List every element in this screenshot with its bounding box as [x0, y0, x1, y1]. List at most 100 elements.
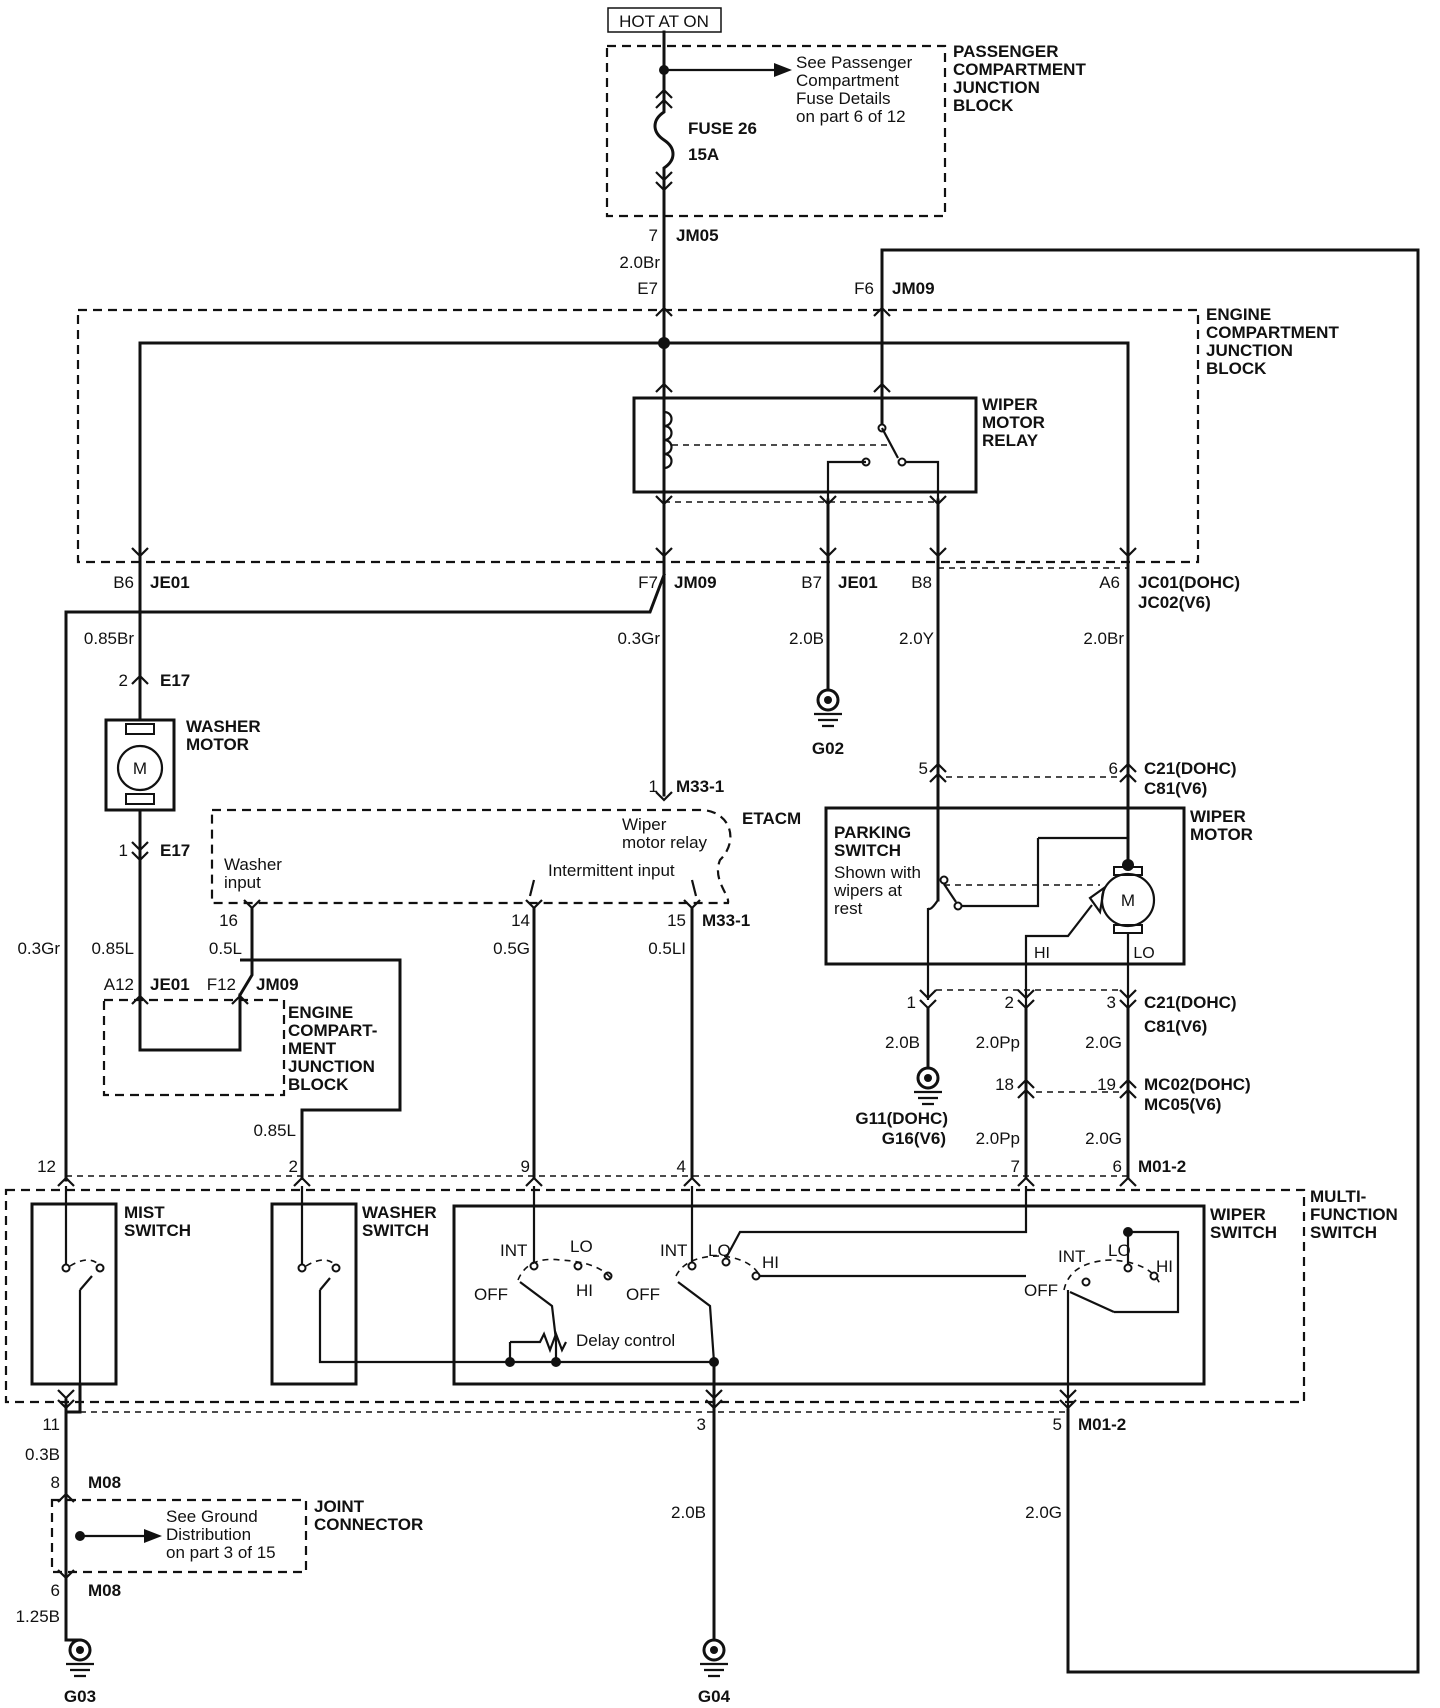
wire-label: 2.0G: [1025, 1503, 1062, 1522]
motor-letter: M: [1121, 891, 1135, 910]
pin-label: 7: [649, 226, 658, 245]
wire-label: 2.0Pp: [976, 1033, 1020, 1052]
connector-icon: [655, 382, 673, 393]
switch-pos-int: INT: [500, 1241, 527, 1260]
ground-label: G02: [812, 739, 844, 758]
arrow-icon: [774, 63, 792, 77]
passenger-jb-box: [605, 44, 947, 218]
connector-label: MC05(V6): [1144, 1095, 1221, 1114]
multi-function-switch-box: [4, 1188, 1306, 1404]
fuse-name: FUSE 26: [688, 119, 757, 138]
connector-label: JM09: [674, 573, 717, 592]
switch-pos-off: OFF: [474, 1285, 508, 1304]
connector-label: C21(DOHC): [1144, 993, 1237, 1012]
etacm-label: ETACM: [742, 809, 801, 828]
connector-icon: [131, 547, 149, 558]
connector-label: M01-2: [1078, 1415, 1126, 1434]
connector-icon: [1119, 547, 1137, 558]
wire-label: 0.5L: [209, 939, 242, 958]
etacm-intermittent: Intermittent input: [548, 861, 675, 880]
connector-label: JE01: [838, 573, 878, 592]
connector-icon: [929, 762, 947, 783]
washer-switch-box: [270, 1202, 358, 1386]
connector-label: JM05: [676, 226, 719, 245]
connector-label: C21(DOHC): [1144, 759, 1237, 778]
wire-label: 2.0Br: [619, 253, 660, 272]
wire-label: 0.3Gr: [617, 629, 660, 648]
connector-label: E17: [160, 671, 190, 690]
switch-pos-hi: HI: [762, 1253, 779, 1272]
fuse-26: [653, 68, 675, 252]
motor-lo-label: LO: [1133, 945, 1154, 962]
delay-control-label: Delay control: [576, 1331, 675, 1350]
switch-pos-off: OFF: [626, 1285, 660, 1304]
switch-pos-hi: HI: [1156, 1257, 1173, 1276]
etacm-box: [210, 808, 732, 905]
connector-label: JM09: [256, 975, 299, 994]
connector-icon: [705, 1389, 723, 1410]
wire-label: 0.85L: [253, 1121, 296, 1140]
wire-label: 2.0G: [1085, 1129, 1122, 1148]
connector-icon: [1119, 762, 1137, 783]
pin-label: 1: [907, 993, 916, 1012]
connector-label: M08: [88, 1473, 121, 1492]
wire-label: 0.3B: [25, 1445, 60, 1464]
wire-label: 1.25B: [16, 1607, 60, 1626]
pin-label: 19: [1097, 1075, 1116, 1094]
pin-label: 5: [919, 759, 928, 778]
switch-pos-int: INT: [1058, 1247, 1085, 1266]
connector-label: E17: [160, 841, 190, 860]
switch-pos-hi: HI: [576, 1281, 593, 1300]
connector-icon: [655, 791, 673, 802]
connector-icon: [873, 306, 891, 317]
connector-label: JE01: [150, 573, 190, 592]
pin-label: 5: [1053, 1415, 1062, 1434]
connector-label: M08: [88, 1581, 121, 1600]
engine-jb2-box: [102, 998, 286, 1097]
connector-label: C81(V6): [1144, 779, 1207, 798]
hot-at-on-label: HOT AT ON: [619, 12, 709, 31]
switch-pos-lo: LO: [708, 1241, 731, 1260]
connector-label: JC02(V6): [1138, 593, 1211, 612]
wire-label: 2.0B: [885, 1033, 920, 1052]
pin-label: E7: [637, 279, 658, 298]
switch-pos-lo: LO: [570, 1237, 593, 1256]
connector-icon: [131, 994, 149, 1005]
motor-icon: [116, 744, 164, 792]
pin-label: 7: [1011, 1157, 1020, 1176]
wire-label: 0.3Gr: [17, 939, 60, 958]
connector-icon: [1119, 1176, 1137, 1187]
pin-label: 3: [697, 1415, 706, 1434]
wire-label: 2.0Y: [899, 629, 934, 648]
switch-pos-int: INT: [660, 1241, 687, 1260]
connector-icon: [525, 1176, 543, 1187]
connector-icon: [1059, 1389, 1077, 1410]
connector-icon: [873, 382, 891, 393]
pin-label: A6: [1099, 573, 1120, 592]
pin-label: 6: [1113, 1157, 1122, 1176]
connector-icon: [655, 171, 673, 192]
wire-label: 2.0G: [1085, 1033, 1122, 1052]
wire-label: 2.0B: [671, 1503, 706, 1522]
bus-wire: [138, 341, 1130, 562]
pin-label: B7: [801, 573, 822, 592]
relay-coil: [663, 410, 673, 470]
wire-label: 2.0Br: [1083, 629, 1124, 648]
pin-label: B8: [911, 573, 932, 592]
switch-pos-off: OFF: [1024, 1281, 1058, 1300]
pin-label: B6: [113, 573, 134, 592]
connector-icon: [1017, 1078, 1035, 1099]
connector-icon: [293, 1176, 311, 1187]
wire-label: 2.0B: [789, 629, 824, 648]
connector-icon: [57, 1176, 75, 1187]
